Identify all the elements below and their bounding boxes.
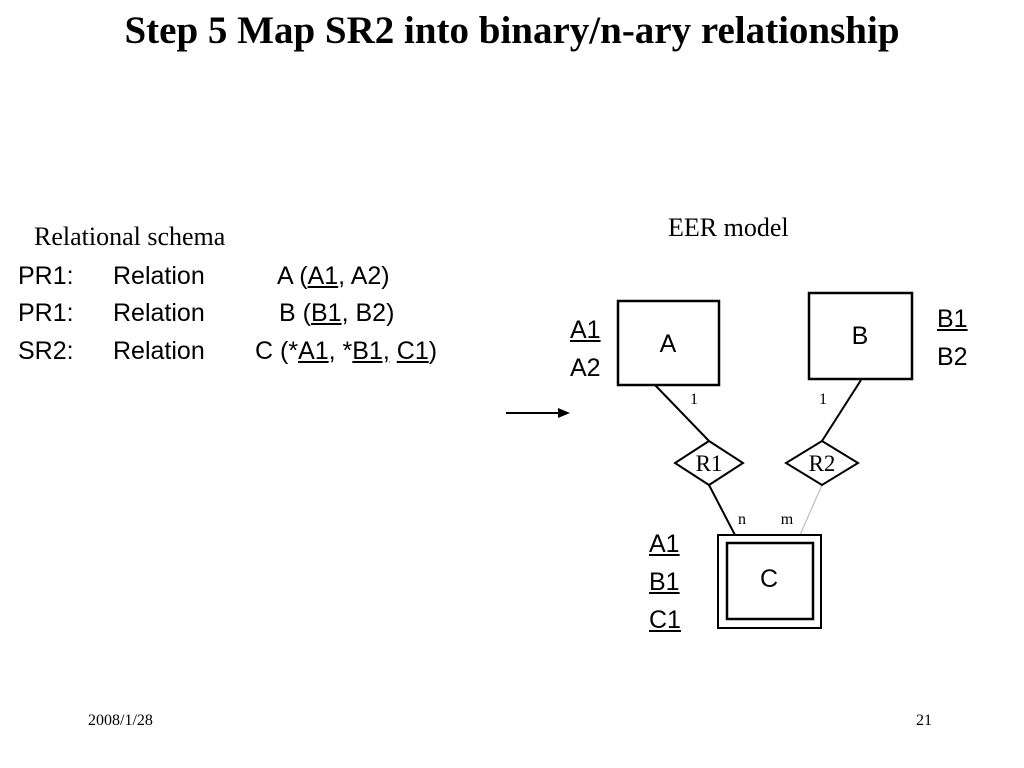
separator: , <box>341 299 356 327</box>
cardinality-a-r1: 1 <box>690 391 698 408</box>
footer-date: 2008/1/28 <box>88 712 153 729</box>
relation-name: C <box>255 337 274 365</box>
entity-b: B <box>807 291 914 381</box>
attribute-key: A1 <box>570 316 601 344</box>
paren-open: ( <box>295 299 311 327</box>
relationship-r2-label: R2 <box>809 451 836 476</box>
attribute-key: C1 <box>649 606 681 634</box>
relationship-r1-label: R1 <box>696 451 723 476</box>
attribute-key: B1 <box>649 568 680 596</box>
cardinality-r2-c: m <box>781 511 794 528</box>
schema-row-keyword: Relation <box>113 337 205 365</box>
entity-a-attributes: A1 A2 <box>570 311 601 387</box>
cardinality-b-r2: 1 <box>819 391 827 408</box>
connector-a-r1 <box>654 384 710 442</box>
connector-b-r2 <box>821 379 862 442</box>
attribute-key: B1 <box>937 305 968 333</box>
primary-key-field: C1 <box>396 337 429 365</box>
primary-key-field: B1 <box>310 299 342 327</box>
entity-b-label: B <box>852 322 869 350</box>
field: B2 <box>355 299 387 327</box>
schema-row-keyword: Relation <box>113 299 205 327</box>
entity-c-attributes: A1 B1 C1 <box>649 525 681 639</box>
schema-row-definition: C (*A1, *B1, C1) <box>255 337 437 366</box>
attribute: B2 <box>937 343 968 371</box>
attribute: A2 <box>570 354 601 382</box>
attribute-key: A1 <box>649 530 680 558</box>
separator: , * <box>328 337 353 365</box>
paren-close: ) <box>428 337 438 365</box>
relation-name: A <box>277 262 293 290</box>
foreign-key-field: B1, <box>352 337 390 365</box>
connector-r2-c <box>799 484 823 536</box>
slide-title: Step 5 Map SR2 into binary/n-ary relatio… <box>124 9 900 52</box>
footer-page-number: 21 <box>916 712 932 729</box>
field: A2 <box>350 262 382 290</box>
eer-model-heading: EER model <box>668 213 789 242</box>
relationship-r1: R1 <box>673 439 745 487</box>
schema-row-id: PR1: <box>18 299 74 327</box>
schema-row-definition: B (B1, B2) <box>279 299 394 328</box>
relation-name: B <box>279 299 296 327</box>
paren-close: ) <box>386 299 395 327</box>
mapping-arrow <box>506 408 570 418</box>
entity-c-label: C <box>760 565 778 593</box>
paren-open: ( <box>292 262 308 290</box>
paren-close: ) <box>381 262 390 290</box>
primary-key-field: A1 <box>307 262 339 290</box>
schema-row-definition: A (A1, A2) <box>277 262 390 291</box>
relationship-r2: R2 <box>784 439 860 487</box>
cardinality-r1-c: n <box>738 511 746 528</box>
separator: , <box>338 262 351 290</box>
entity-b-attributes: B1 B2 <box>937 300 968 376</box>
connector-r1-c <box>708 484 736 536</box>
relational-schema-heading: Relational schema <box>34 222 226 251</box>
schema-row-keyword: Relation <box>113 262 205 290</box>
weak-entity-c: C <box>717 534 822 629</box>
schema-row-id: SR2: <box>18 337 74 365</box>
entity-a: A <box>616 299 721 387</box>
entity-a-label: A <box>660 330 677 358</box>
foreign-key-field: A1 <box>298 337 329 365</box>
schema-row-id: PR1: <box>18 262 74 290</box>
paren-open: (* <box>273 337 299 365</box>
